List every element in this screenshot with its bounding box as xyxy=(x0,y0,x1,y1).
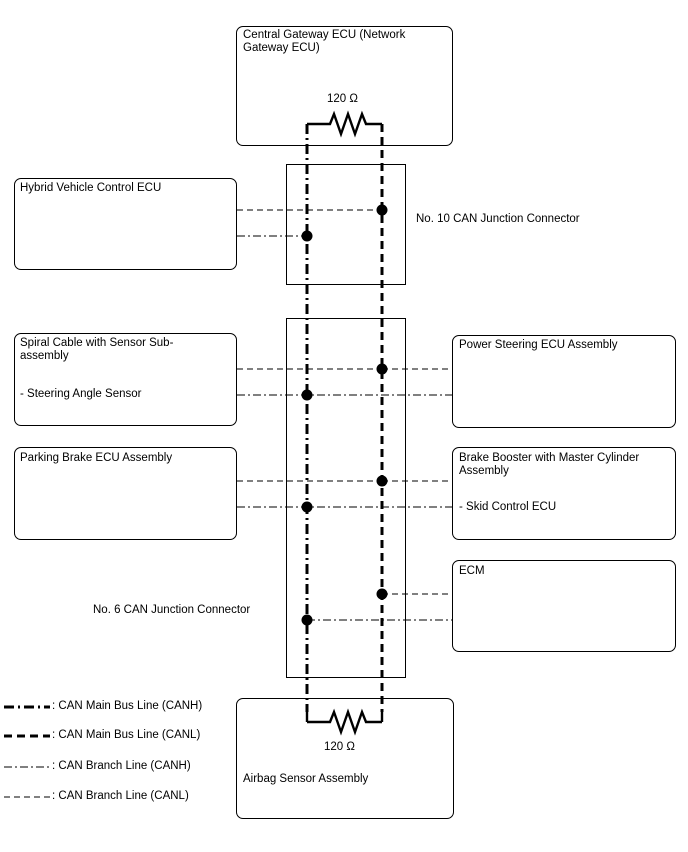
parking-brake-ecu-label: Parking Brake ECU Assembly xyxy=(20,452,173,464)
power-steering-ecu-label: Power Steering ECU Assembly xyxy=(459,339,618,351)
skid-control-ecu-label: - Skid Control ECU xyxy=(459,501,557,513)
junction-dot xyxy=(376,475,388,487)
legend-canh-branch-label: : CAN Branch Line (CANH) xyxy=(52,760,191,772)
spiral-cable-box xyxy=(14,333,237,426)
junction-dot xyxy=(376,204,388,216)
brake-booster-box xyxy=(452,447,676,540)
junction-dot xyxy=(301,614,313,626)
spiral-cable-label: Spiral Cable with Sensor Sub-assembly xyxy=(20,337,174,362)
bottom-resistor-label: 120 Ω xyxy=(324,741,355,753)
central-gateway-ecu-label: Central Gateway ECU (Network Gateway ECU… xyxy=(243,29,406,54)
bottom-resistor xyxy=(307,708,382,736)
hybrid-vehicle-control-ecu-label: Hybrid Vehicle Control ECU xyxy=(20,182,162,194)
junction-dot xyxy=(301,501,313,513)
top-resistor-label: 120 Ω xyxy=(327,93,358,105)
steering-angle-sensor-label: - Steering Angle Sensor xyxy=(20,388,142,400)
no6-junction-connector xyxy=(286,318,406,678)
legend-canh-main-label: : CAN Main Bus Line (CANH) xyxy=(52,700,203,712)
ecm-label: ECM xyxy=(459,565,485,577)
parking-brake-ecu-box xyxy=(14,447,237,540)
power-steering-ecu-box xyxy=(452,335,676,428)
brake-booster-label: Brake Booster with Master Cylinder Assem… xyxy=(459,452,640,477)
no6-connector-label: No. 6 CAN Junction Connector xyxy=(93,604,251,616)
no10-junction-connector xyxy=(286,164,406,285)
hybrid-vehicle-control-ecu-box xyxy=(14,178,237,270)
legend-canl-main-label: : CAN Main Bus Line (CANL) xyxy=(52,729,201,741)
ecm-box xyxy=(452,560,676,652)
junction-dot xyxy=(376,588,388,600)
junction-dot xyxy=(301,230,313,242)
legend-canl-branch-label: : CAN Branch Line (CANL) xyxy=(52,790,189,802)
top-resistor xyxy=(307,110,382,138)
airbag-sensor-label: Airbag Sensor Assembly xyxy=(243,773,369,785)
no10-connector-label: No. 10 CAN Junction Connector xyxy=(416,213,580,225)
junction-dot xyxy=(301,389,313,401)
junction-dot xyxy=(376,363,388,375)
